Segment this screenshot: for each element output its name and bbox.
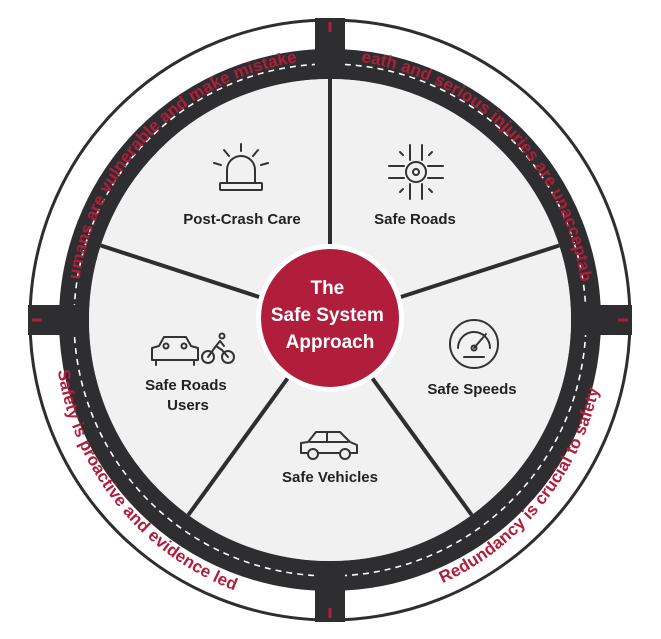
- road-users-icon: [151, 332, 235, 366]
- road-junction-left: [28, 305, 80, 335]
- road-junction-right: [580, 305, 632, 335]
- svg-text:Safe Speeds: Safe Speeds: [427, 381, 516, 398]
- segment-label-safe-speeds: Safe Speeds: [427, 381, 516, 398]
- svg-text:Safe Roads: Safe Roads: [374, 211, 456, 228]
- svg-text:The Safe System Approa: The Safe System Approach: [271, 278, 389, 353]
- svg-text:Safe Vehicles: Safe Vehicles: [282, 469, 378, 486]
- road-junction-bottom: [315, 570, 345, 622]
- segment-safe-road-users: Safe Roads Users: [145, 332, 235, 414]
- center-title-line-2: Safe System: [271, 305, 384, 326]
- segment-safe-roads: Safe Roads: [374, 144, 456, 228]
- segment-label-safe-road-users-line-1: Safe Roads: [145, 377, 227, 394]
- siren-icon: [213, 143, 269, 191]
- segment-post-crash-care: Post-Crash Care: [183, 143, 301, 228]
- segment-label-safe-vehicles: Safe Vehicles: [282, 469, 378, 486]
- segment-label-safe-roads: Safe Roads: [374, 211, 456, 228]
- segment-safe-vehicles: Safe Vehicles: [282, 431, 378, 486]
- segment-label-post-crash-care: Post-Crash Care: [183, 211, 301, 228]
- segment-label-safe-road-users-line-2: Users: [167, 397, 209, 414]
- roundabout-icon: [388, 144, 444, 200]
- center-hub: [261, 249, 399, 387]
- center-title-line-1: The: [310, 278, 344, 299]
- speedometer-icon: [449, 319, 499, 369]
- car-icon: [300, 431, 358, 460]
- svg-text:Post-Crash Care: Post-Crash Care: [183, 211, 301, 228]
- segment-safe-speeds: Safe Speeds: [427, 319, 517, 398]
- svg-text:Safe Roads Users: Safe Roads Users: [145, 377, 231, 414]
- center-title-line-3: Approach: [286, 332, 375, 353]
- road-junction-top: [315, 18, 345, 70]
